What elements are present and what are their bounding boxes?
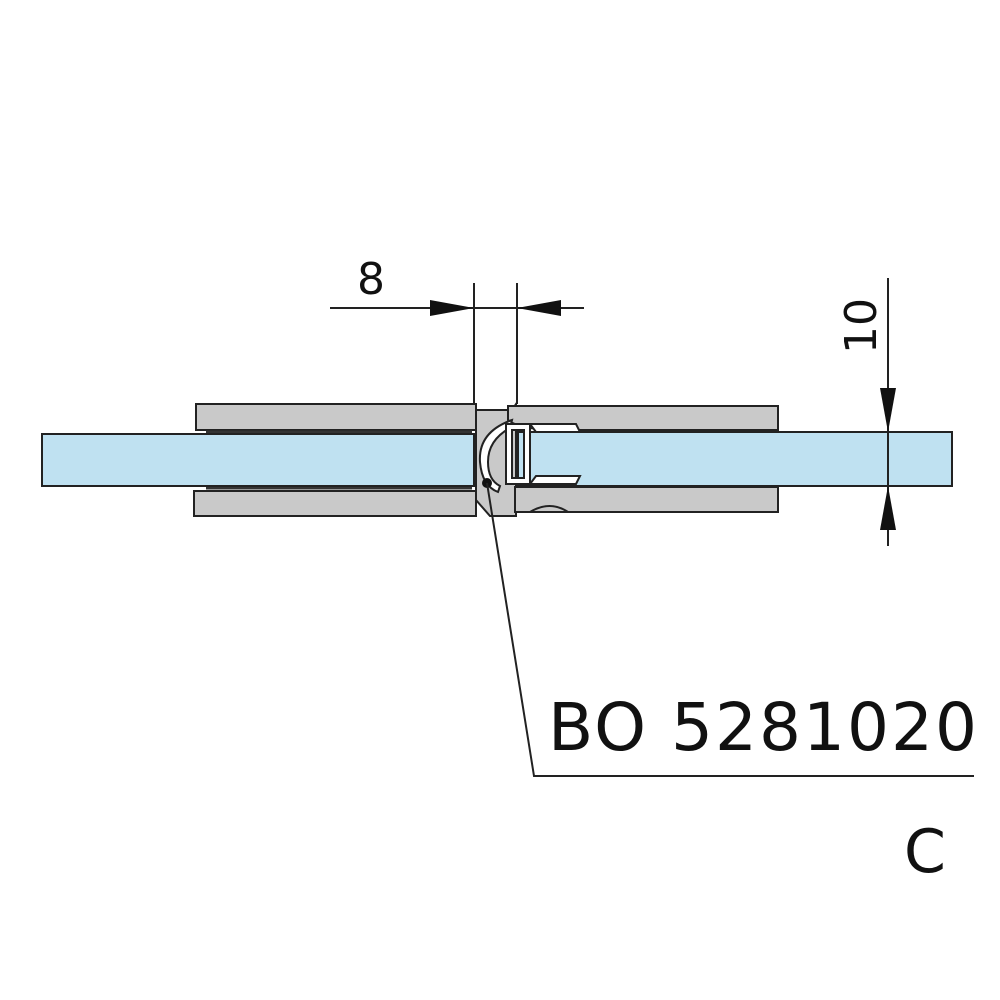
seal-lip-top bbox=[528, 423, 582, 433]
right-glass-panel bbox=[517, 431, 953, 487]
left-clamp-top-plate bbox=[195, 403, 477, 431]
gap-arrow-right bbox=[517, 300, 561, 316]
seal-lip-bottom bbox=[528, 475, 582, 485]
thickness-dimension-label: 10 bbox=[836, 298, 887, 354]
part-code: BO 5281020 bbox=[548, 689, 979, 766]
gap-dimension-label: 8 bbox=[357, 254, 385, 305]
left-clamp-bottom-plate bbox=[193, 490, 477, 517]
thickness-arrow-top bbox=[880, 388, 896, 432]
leader-line bbox=[486, 482, 974, 777]
hinge-knuckle bbox=[526, 505, 572, 513]
gap-arrow-left bbox=[430, 300, 474, 316]
thickness-arrow-bottom bbox=[880, 486, 896, 530]
part-variant: C bbox=[904, 817, 946, 887]
seal-profile bbox=[478, 418, 514, 494]
left-glass-panel bbox=[41, 433, 475, 487]
